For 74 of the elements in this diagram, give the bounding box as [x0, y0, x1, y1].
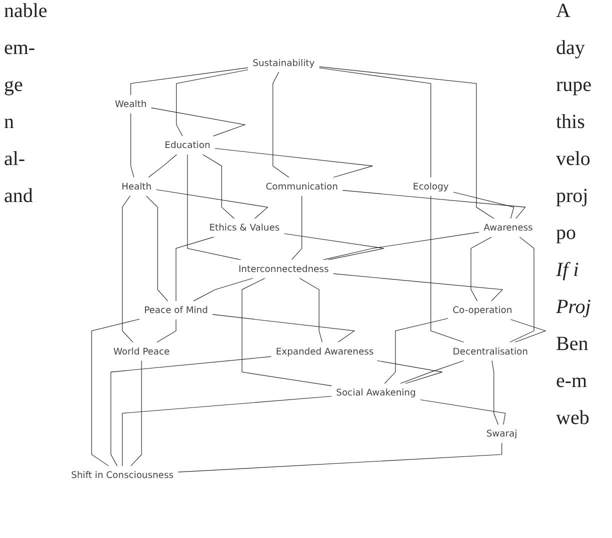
connector	[122, 396, 332, 466]
node-text: Expanded Awareness	[276, 346, 374, 357]
cropped-text: al-	[4, 148, 26, 171]
connector	[150, 108, 246, 136]
connector	[130, 360, 142, 466]
connector	[242, 278, 332, 386]
connector	[299, 278, 323, 343]
node-text: Ethics & Values	[209, 222, 280, 233]
node-text: Swaraj	[486, 428, 518, 440]
connector	[187, 154, 242, 260]
node-text: Interconnectedness	[238, 263, 329, 274]
cropped-text: Ben	[556, 333, 590, 356]
node-text: Peace of Mind	[144, 304, 208, 316]
node-text: Sustainability	[252, 57, 315, 68]
connector	[492, 360, 499, 426]
cropped-text: velo	[556, 148, 592, 171]
connector	[130, 112, 134, 178]
connector	[156, 319, 176, 343]
connector	[91, 318, 140, 466]
cropped-text: A	[556, 0, 572, 23]
cropped-text: If i	[556, 259, 580, 282]
connector	[453, 192, 514, 219]
connector	[146, 195, 168, 302]
connector	[322, 232, 480, 260]
connector	[272, 72, 290, 178]
node-text: Health	[121, 180, 152, 192]
connector	[130, 67, 248, 96]
cropped-text: n	[4, 111, 15, 134]
node-text: Co-operation	[452, 304, 512, 316]
cropped-text: and	[4, 185, 34, 208]
node-text: Communication	[266, 180, 338, 192]
connector	[212, 314, 356, 343]
connector	[284, 233, 384, 260]
node-text: Education	[164, 140, 210, 150]
connector	[470, 236, 492, 302]
node-text: Decentralisation	[452, 346, 528, 357]
connector	[178, 442, 502, 472]
connector	[333, 273, 504, 302]
cropped-text: e-m	[556, 370, 588, 393]
node-text: World Peace	[113, 346, 170, 357]
connector	[342, 190, 526, 219]
connector	[509, 236, 534, 343]
connector	[384, 318, 448, 384]
cropped-text: proj	[556, 185, 590, 208]
connector	[110, 356, 272, 466]
connector	[202, 154, 235, 219]
connector	[156, 189, 268, 219]
connector	[176, 236, 214, 302]
connector	[214, 148, 373, 178]
connector	[400, 360, 464, 384]
node-text: Social Awakening	[336, 386, 416, 398]
cropped-text: em-	[4, 37, 36, 60]
cropped-text: web	[556, 407, 590, 430]
connector	[148, 154, 178, 178]
connector	[291, 195, 302, 260]
cropped-text: nable	[4, 0, 48, 23]
node-text: Ecology	[412, 180, 449, 192]
connector	[176, 69, 248, 136]
connector	[193, 278, 254, 302]
connector	[318, 66, 494, 219]
node-text: Wealth	[114, 98, 147, 110]
connector	[376, 360, 443, 384]
cropped-text: Proj	[556, 296, 592, 319]
connector	[420, 399, 506, 426]
node-text: Awareness	[484, 222, 533, 233]
cropped-text: ge	[4, 74, 24, 97]
node-text: Shift in Consciousness	[71, 469, 174, 480]
connector	[122, 195, 134, 343]
cropped-text: day	[556, 37, 586, 60]
cropped-text: po	[556, 222, 577, 245]
connector	[430, 195, 464, 343]
cropped-text: rupe	[556, 74, 593, 97]
connector	[318, 68, 432, 178]
cropped-text: this	[556, 111, 586, 134]
